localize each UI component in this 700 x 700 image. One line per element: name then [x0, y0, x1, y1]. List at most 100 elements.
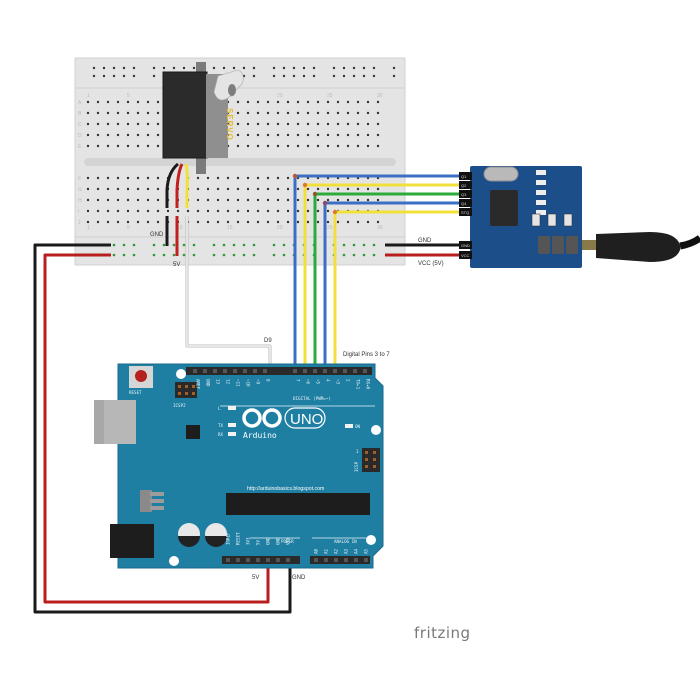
pin-label: 7: [296, 379, 301, 382]
breadboard-hole: [366, 144, 370, 148]
breadboard-hole: [86, 176, 90, 180]
header-pin: [363, 369, 367, 373]
wires: [33, 162, 465, 614]
breadboard-hole: [272, 74, 276, 78]
breadboard-hole: [346, 187, 350, 191]
pin-label: A2: [334, 548, 339, 554]
column-number: 15: [227, 225, 233, 231]
rail-hole: [242, 243, 246, 247]
rail-hole: [372, 243, 376, 247]
breadboard-hole: [96, 111, 100, 115]
breadboard-hole: [306, 209, 310, 213]
power-pin: [276, 558, 280, 562]
column-number: 25: [327, 225, 333, 231]
rail-hole: [152, 253, 156, 257]
breadboard-hole: [226, 220, 230, 224]
breadboard-hole: [336, 198, 340, 202]
pin-label: 3V3: [246, 537, 251, 545]
rail-hole: [252, 253, 256, 257]
breadboard-hole: [246, 100, 250, 104]
breadboard-hole: [146, 111, 150, 115]
column-number: 25: [327, 93, 333, 99]
breadboard-hole: [276, 122, 280, 126]
breadboard-hole: [376, 198, 380, 202]
breadboard-hole: [286, 100, 290, 104]
breadboard-hole: [206, 220, 210, 224]
rail-hole: [342, 243, 346, 247]
breadboard-hole: [306, 122, 310, 126]
breadboard-hole: [346, 220, 350, 224]
breadboard-hole: [266, 220, 270, 224]
rail-hole: [352, 253, 356, 257]
crystal-oscillator: [483, 166, 519, 182]
breadboard-hole: [146, 144, 150, 148]
breadboard-hole: [96, 220, 100, 224]
breadboard-hole: [316, 220, 320, 224]
wire-5v-rail-to-arduino: [43, 253, 270, 604]
breadboard-hole: [256, 144, 260, 148]
breadboard-hole: [282, 74, 286, 78]
breadboard-hole: [246, 122, 250, 126]
rail-hole: [112, 243, 116, 247]
breadboard-hole: [276, 133, 280, 137]
pin-label: ~3: [336, 379, 341, 385]
analog-header: [310, 556, 370, 564]
breadboard-hole: [246, 176, 250, 180]
breadboard-hole: [236, 133, 240, 137]
module-gnd-label: GND: [418, 238, 432, 244]
breadboard-hole: [132, 74, 136, 78]
servo-label: SERVO: [225, 108, 234, 141]
breadboard-hole: [216, 187, 220, 191]
breadboard-hole: [156, 144, 160, 148]
breadboard-hole: [346, 133, 350, 137]
pin-label: RESET: [236, 532, 241, 545]
row-letter: E: [78, 144, 82, 150]
breadboard-hole: [276, 176, 280, 180]
breadboard-hole: [296, 144, 300, 148]
breadboard-hole: [236, 176, 240, 180]
rail-hole: [372, 253, 376, 257]
breadboard-hole: [356, 220, 360, 224]
breadboard-hole: [326, 198, 330, 202]
breadboard-hole: [372, 74, 376, 78]
breadboard-hole: [296, 111, 300, 115]
rail-hole: [342, 253, 346, 257]
breadboard-hole: [246, 209, 250, 213]
breadboard-hole: [216, 209, 220, 213]
breadboard-hole: [136, 122, 140, 126]
breadboard-hole: [146, 209, 150, 213]
breadboard-hole: [376, 133, 380, 137]
breadboard-hole: [122, 66, 126, 70]
breadboard-hole: [136, 133, 140, 137]
breadboard-hole: [136, 176, 140, 180]
module-pin-label: VCC: [461, 253, 470, 258]
rail-hole: [222, 253, 226, 257]
digital-header-right: [290, 367, 372, 375]
breadboard-hole: [326, 209, 330, 213]
pin-label: ~6: [306, 379, 311, 385]
breadboard-hole: [352, 74, 356, 78]
analog-pin: [324, 558, 328, 562]
power-pin: [246, 558, 250, 562]
module-pin: [459, 172, 472, 180]
breadboard-hole: [316, 198, 320, 202]
row-letter: J: [78, 220, 81, 226]
breadboard-hole: [136, 144, 140, 148]
breadboard-hole: [196, 198, 200, 202]
breadboard-hole: [266, 187, 270, 191]
breadboard-hole: [86, 122, 90, 126]
breadboard-hole: [266, 133, 270, 137]
breadboard-hole: [266, 100, 270, 104]
rail-hole: [152, 243, 156, 247]
breadboard-hole: [316, 209, 320, 213]
breadboard-hole: [112, 74, 116, 78]
breadboard-hole: [356, 111, 360, 115]
breadboard-hole: [116, 122, 120, 126]
breadboard-hole: [282, 66, 286, 70]
module-pin: [459, 241, 472, 249]
breadboard-hole: [336, 122, 340, 126]
breadboard-hole: [96, 100, 100, 104]
rail-hole: [162, 253, 166, 257]
breadboard-hole: [332, 66, 336, 70]
